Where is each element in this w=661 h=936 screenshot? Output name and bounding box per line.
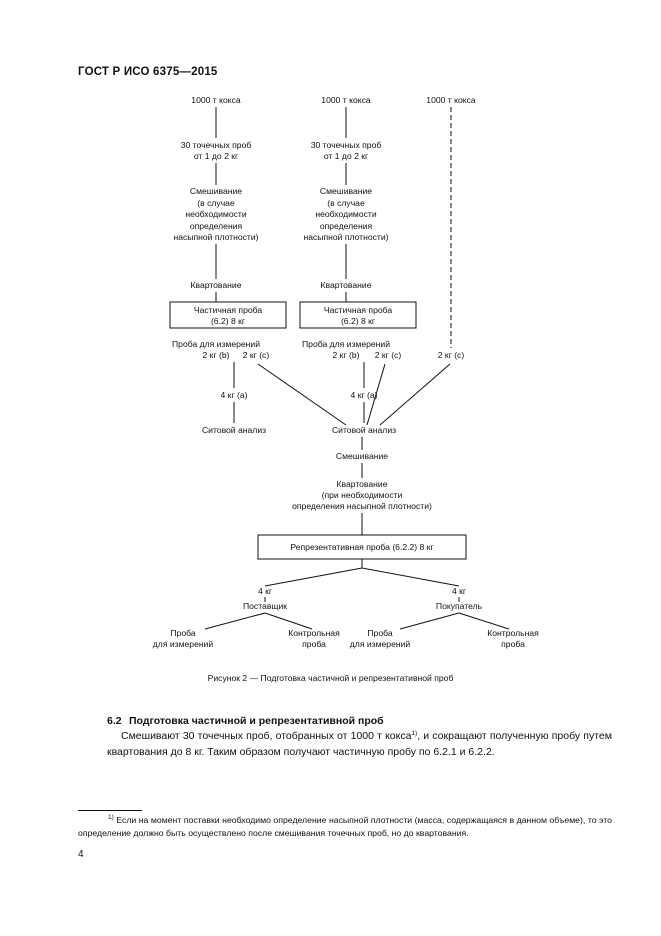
col2-source: 1000 т кокса xyxy=(321,95,371,105)
col2-mixing-line1: Смешивание xyxy=(320,186,372,196)
col1-partial-line1: Частичная проба xyxy=(194,305,263,315)
footnote: 1) Если на момент поставки необходимо оп… xyxy=(78,814,612,839)
converging-line xyxy=(366,363,386,426)
supplier-right-line2: проба xyxy=(302,639,326,649)
common-quartering-line2: (при необходимости xyxy=(322,490,403,500)
supplier-right-line1: Контрольная xyxy=(288,628,340,638)
col1-increments-line1: 30 точечных проб xyxy=(181,140,252,150)
col3-source: 1000 т кокса xyxy=(426,95,476,105)
buyer-right-line1: Контрольная xyxy=(487,628,539,638)
buyer-left-line2: для измерений xyxy=(350,639,411,649)
buyer-right-line2: проба xyxy=(501,639,525,649)
col1-c: 2 кг (c) xyxy=(243,350,270,360)
footnote-ref[interactable]: 1) xyxy=(411,730,418,737)
common-quartering-line3: определения насыпной плотности) xyxy=(292,501,432,511)
col1-mixing-line4: определения xyxy=(190,221,243,231)
converging-line xyxy=(257,363,347,426)
col1-mixing-line2: (в случае xyxy=(197,198,235,208)
col2-mixing-line5: насыпной плотности) xyxy=(303,232,388,242)
col2-increments-line1: 30 точечных проб xyxy=(311,140,382,150)
branch-line-supplier xyxy=(264,567,363,587)
col1-mixing-line1: Смешивание xyxy=(190,186,242,196)
col2-c: 2 кг (c) xyxy=(375,350,402,360)
col1-partial-line2: (6.2) 8 кг xyxy=(211,316,245,326)
col1-increments-line2: от 1 до 2 кг xyxy=(194,151,238,161)
common-quartering-line1: Квартование xyxy=(336,479,387,489)
footnote-marker: 1) xyxy=(108,814,114,821)
col2-partial-line1: Частичная проба xyxy=(324,305,393,315)
body-paragraph: Смешивают 30 точечных проб, отобранных о… xyxy=(107,729,612,760)
col2-a: 4 кг (a) xyxy=(351,390,378,400)
buyer-qty: 4 кг xyxy=(452,586,466,596)
buyer-label: Покупатель xyxy=(436,601,483,611)
col3-c: 2 кг (c) xyxy=(438,350,465,360)
sample-preparation-diagram: 1000 т кокса 30 точечных проб от 1 до 2 … xyxy=(153,95,539,649)
col2-partial-line2: (6.2) 8 кг xyxy=(341,316,375,326)
supplier-left-line2: для измерений xyxy=(153,639,214,649)
col2-mixing-line4: определения xyxy=(320,221,373,231)
col1-b: 2 кг (b) xyxy=(203,350,230,360)
supplier-branch-left xyxy=(204,612,266,630)
document-header: ГОСТ Р ИСО 6375—2015 xyxy=(78,66,218,78)
col1-partial-sample-box xyxy=(169,301,287,329)
buyer-branch-right xyxy=(458,612,510,630)
common-mixing: Смешивание xyxy=(336,451,388,461)
supplier-qty: 4 кг xyxy=(258,586,272,596)
representative-sample-box xyxy=(257,534,467,560)
footnote-text: Если на момент поставки необходимо опред… xyxy=(78,815,612,838)
buyer-branch-left xyxy=(399,612,460,630)
column-3: 1000 т кокса 2 кг (c) xyxy=(426,95,476,360)
col2-increments-line2: от 1 до 2 кг xyxy=(324,151,368,161)
col2-partial-sample-box xyxy=(299,301,417,329)
figure-caption: Рисунок 2 — Подготовка частичной и репре… xyxy=(207,673,454,683)
buyer-left-line1: Проба xyxy=(367,628,392,638)
supplier-left-line1: Проба xyxy=(170,628,195,638)
page-number: 4 xyxy=(78,849,84,860)
column-1: 1000 т кокса 30 точечных проб от 1 до 2 … xyxy=(169,95,287,435)
supplier-branch-right xyxy=(264,612,313,630)
col2-b: 2 кг (b) xyxy=(333,350,360,360)
col1-mixing-line3: необходимости xyxy=(185,209,246,219)
section-heading: 6.2 Подготовка частичной и репрезентативн… xyxy=(107,715,384,727)
section-title: Подготовка частичной и репрезентативной … xyxy=(129,715,384,727)
paragraph-part1: Смешивают 30 точечных проб, отобранных о… xyxy=(121,730,412,742)
representative-sample: Репрезентативная проба (6.2.2) 8 кг xyxy=(290,542,433,552)
section-number: 6.2 xyxy=(107,715,122,727)
col1-sieve: Ситовой анализ xyxy=(202,425,266,435)
col1-quartering: Квартование xyxy=(190,280,241,290)
col1-sample-label: Проба для измерений xyxy=(172,339,260,349)
col2-mixing-line2: (в случае xyxy=(327,198,365,208)
footnote-divider xyxy=(78,810,142,811)
branch-line-buyer xyxy=(361,567,460,587)
col1-source: 1000 т кокса xyxy=(191,95,241,105)
converging-line xyxy=(379,363,451,426)
col2-sieve: Ситовой анализ xyxy=(332,425,396,435)
col2-quartering: Квартование xyxy=(320,280,371,290)
paragraph-part2: , и сокращают полученную пробу путем ква… xyxy=(107,730,612,758)
col2-sample-label: Проба для измерений xyxy=(302,339,390,349)
col1-mixing-line5: насыпной плотности) xyxy=(173,232,258,242)
col2-mixing-line3: необходимости xyxy=(315,209,376,219)
column-2: 1000 т кокса 30 точечных проб от 1 до 2 … xyxy=(299,95,417,435)
col1-a: 4 кг (a) xyxy=(221,390,248,400)
supplier-label: Поставщик xyxy=(243,601,287,611)
